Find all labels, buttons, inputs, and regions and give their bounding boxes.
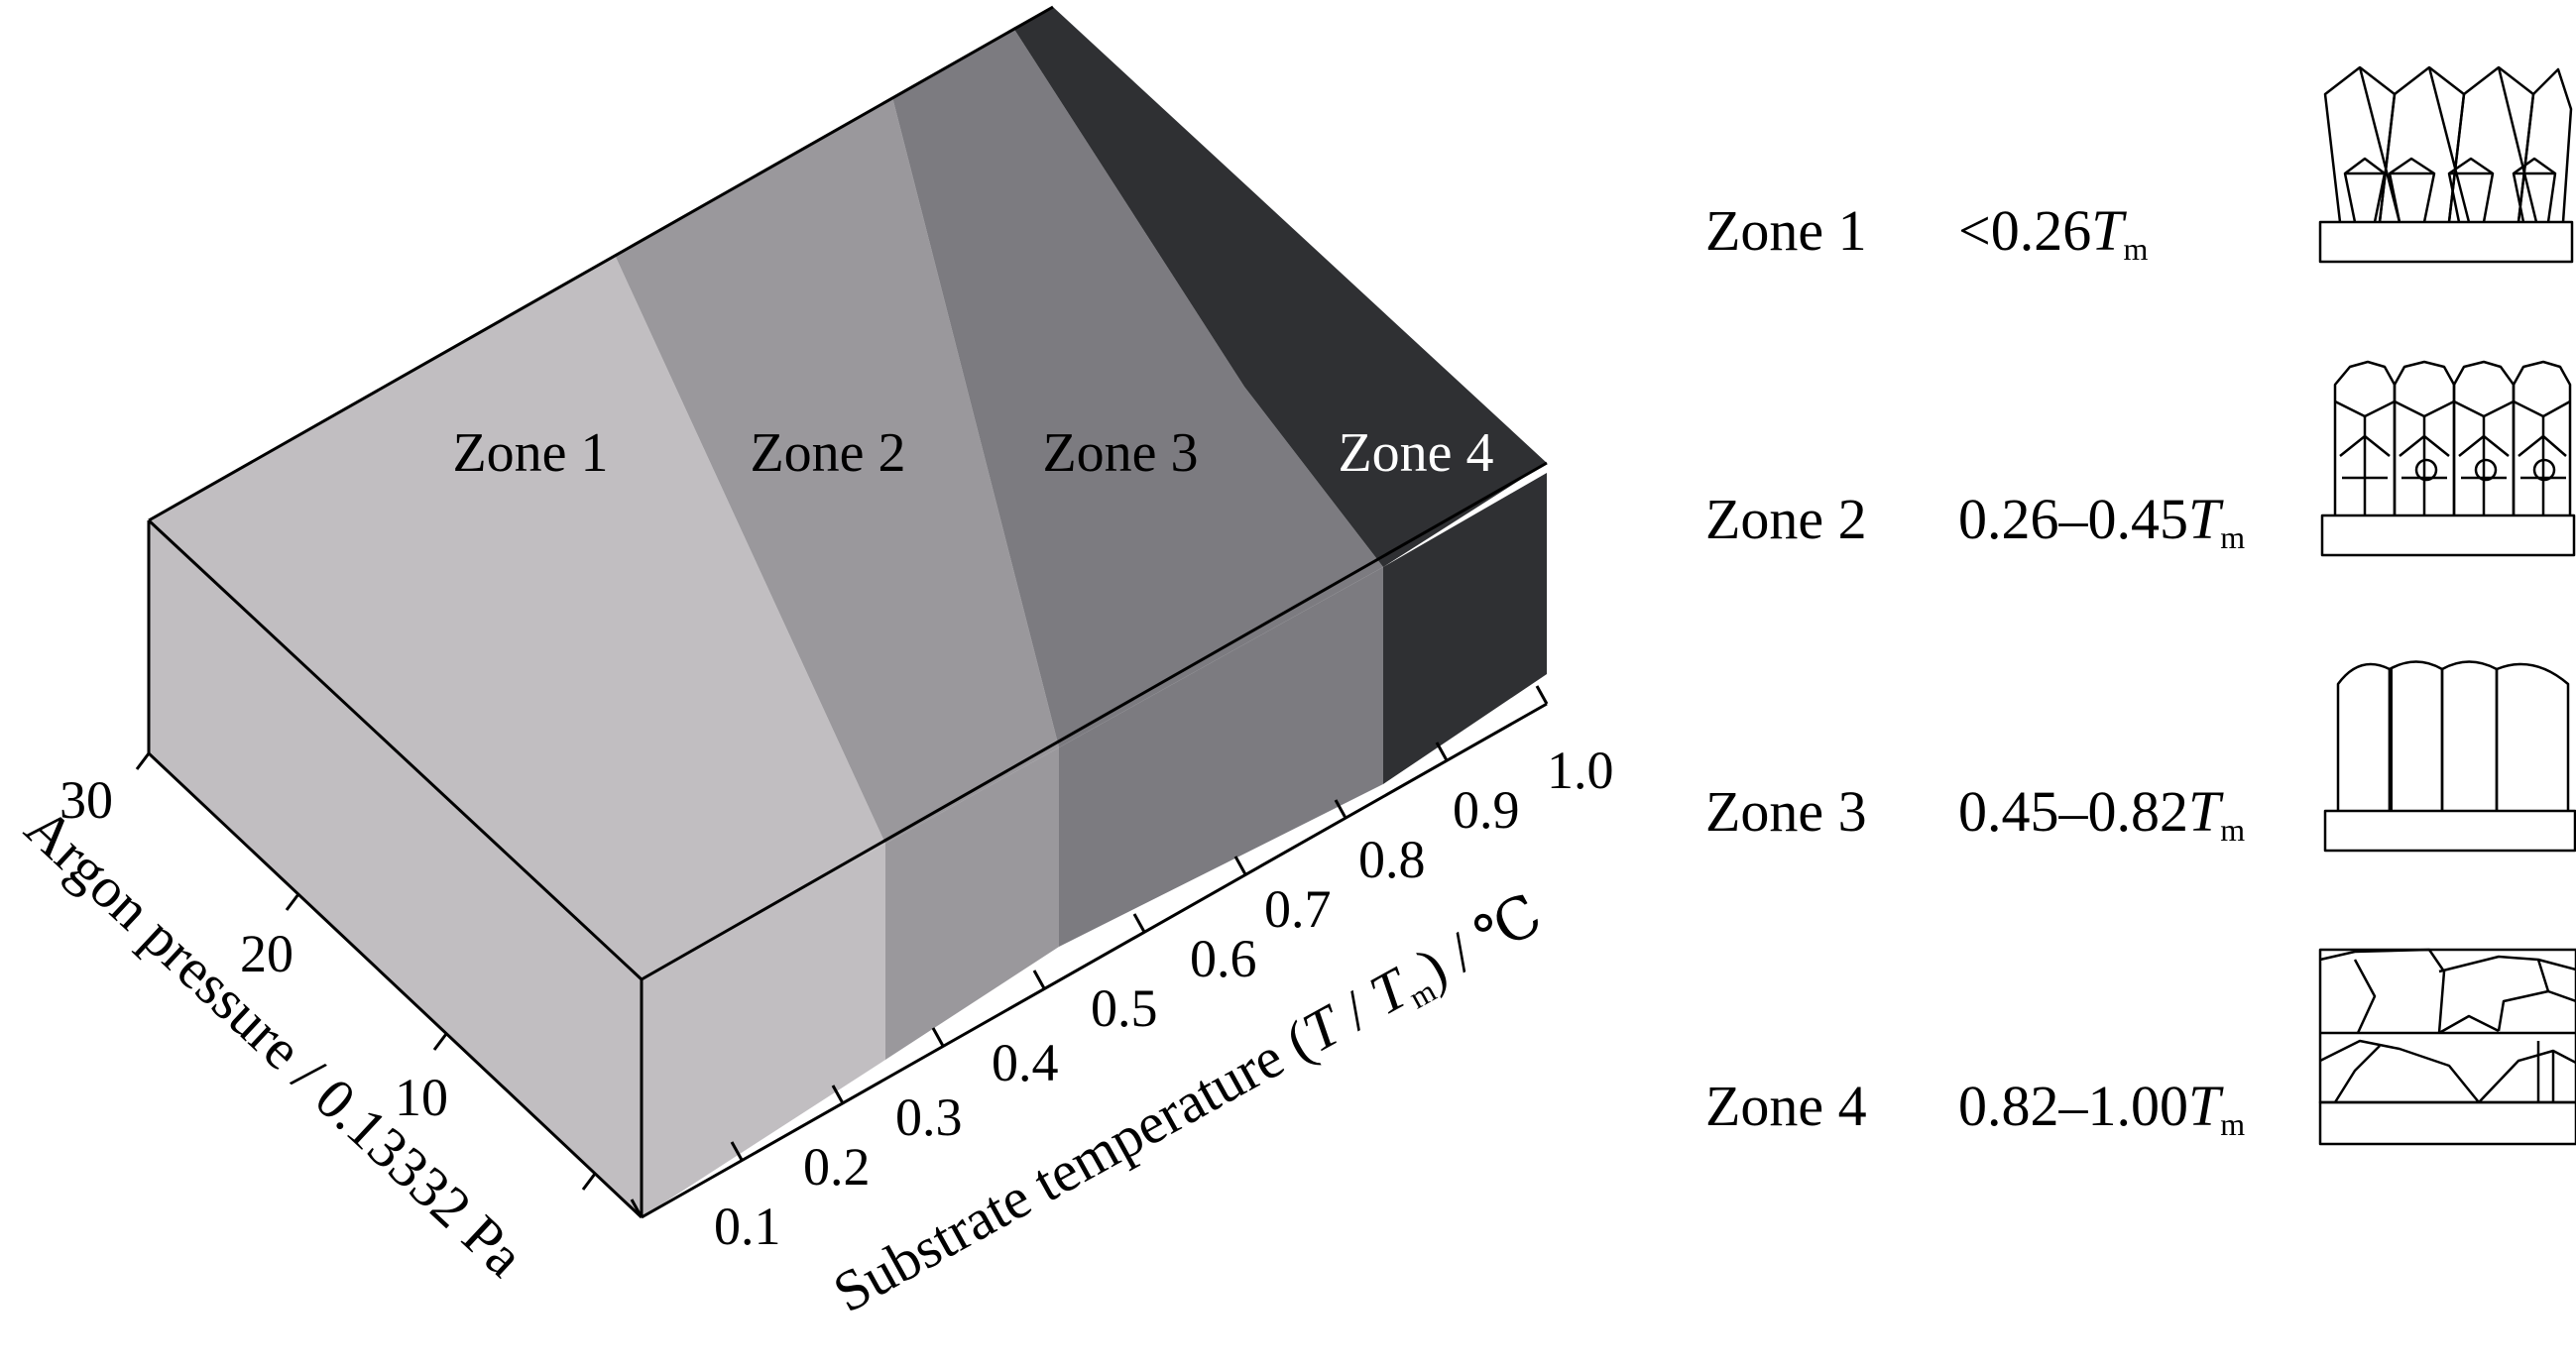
zone-1-label: Zone 1 [452,422,608,484]
temperature-tick-1.0: 1.0 [1547,741,1614,800]
block-zone-labels: Zone 1 Zone 2 Zone 3 Zone 4 [452,422,1493,484]
temperature-tick-0.1: 0.1 [714,1197,781,1256]
pressure-tick-10: 10 [395,1068,448,1127]
structure-zone-block [149,7,1547,1217]
zone-2-label: Zone 2 [750,422,905,484]
zone-3-microstructure-sketch [2323,660,2576,853]
legend-zone-2-name: Zone 2 [1705,487,1867,551]
zone-4-microstructure-sketch [2318,948,2576,1146]
top-face-zone-2 [615,97,1059,844]
block-edges [147,5,1548,1219]
legend-zone-3-name: Zone 3 [1705,779,1867,844]
top-face-zone-3 [892,28,1383,747]
temperature-tick-0.5: 0.5 [1091,978,1158,1038]
front-face-zone-3 [1059,567,1383,947]
temperature-axis-ticks [630,685,1549,1218]
pressure-axis-ticks [135,752,597,1191]
left-face [149,520,642,1217]
front-face-zone-2 [885,747,1059,1060]
temperature-tick-0.7: 0.7 [1264,879,1332,939]
top-face-zone-1 [149,255,885,979]
legend-zone-4-range: 0.82–1.00Tm [1958,1074,2245,1142]
zone-2-microstructure-sketch [2320,360,2576,557]
temperature-tick-labels: 0.1 0.2 0.3 0.4 0.5 0.6 0.7 0.8 0.9 1.0 [714,741,1614,1256]
pressure-tick-labels: 30 20 10 [59,770,448,1127]
pressure-tick-30: 30 [59,770,113,830]
legend-zone-2-range: 0.26–0.45Tm [1958,487,2245,555]
pressure-tick-20: 20 [240,924,293,983]
temperature-tick-0.2: 0.2 [803,1137,871,1197]
front-face-zone-4 [1383,473,1547,784]
temperature-tick-0.6: 0.6 [1190,929,1257,988]
legend-zone-3-range: 0.45–0.82Tm [1958,779,2245,848]
legend-zone-1-name: Zone 1 [1705,198,1867,263]
temperature-tick-0.4: 0.4 [992,1033,1059,1092]
zone-4-label: Zone 4 [1338,422,1493,484]
zone-1-microstructure-sketch [2318,65,2574,264]
temperature-tick-0.8: 0.8 [1358,830,1426,889]
zone-3-label: Zone 3 [1042,422,1198,484]
legend-zone-1-range: <0.26Tm [1958,198,2148,267]
front-face-zone-1 [642,844,885,1217]
top-face-zone-4 [1013,7,1547,567]
temperature-tick-0.9: 0.9 [1453,780,1520,840]
temperature-tick-0.3: 0.3 [895,1087,963,1147]
zone-legend: Zone 1 <0.26Tm Zone 2 0.26–0.45Tm Zone 3… [1705,198,2245,1142]
legend-zone-4-name: Zone 4 [1705,1074,1867,1138]
